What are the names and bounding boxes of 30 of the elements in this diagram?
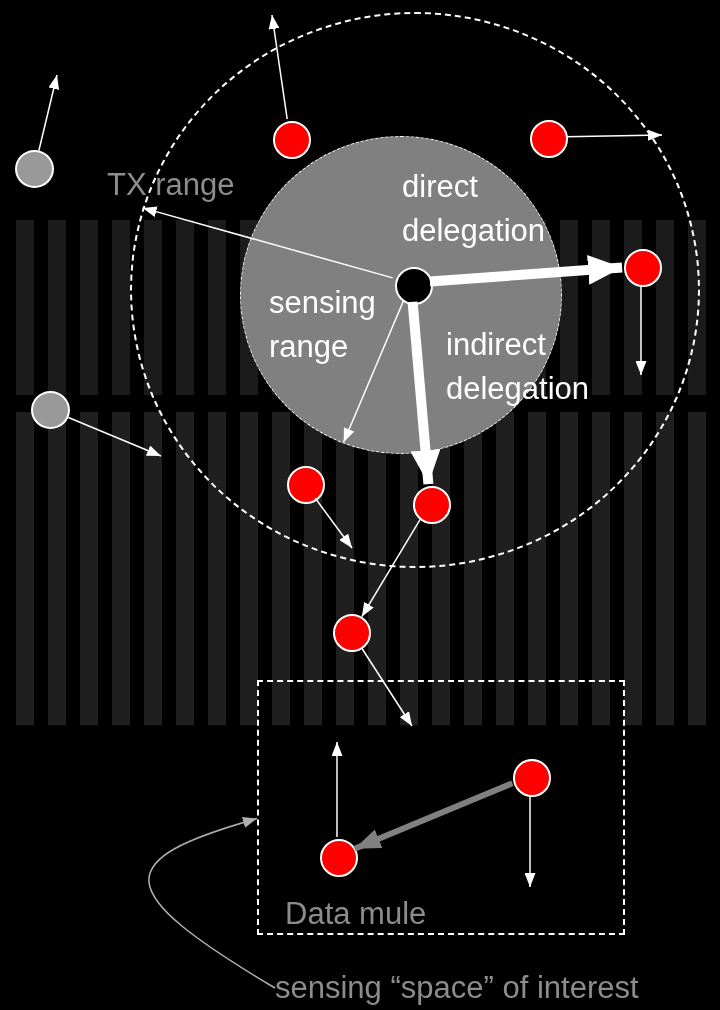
sensor-node bbox=[395, 267, 433, 305]
arrow bbox=[342, 299, 405, 444]
range-label: sensing range bbox=[269, 284, 377, 366]
arrow bbox=[353, 780, 514, 852]
arrow bbox=[407, 301, 441, 485]
annotation-text: sensing “space” of interest bbox=[275, 966, 720, 1010]
arrow bbox=[361, 518, 421, 618]
arrow bbox=[314, 497, 353, 549]
data-mule-area bbox=[257, 680, 625, 935]
arrow bbox=[331, 741, 343, 838]
data-mule-node bbox=[320, 839, 358, 877]
arrow bbox=[38, 74, 60, 152]
arrow bbox=[141, 205, 394, 279]
sensor-node bbox=[15, 150, 54, 188]
arrow bbox=[268, 14, 288, 120]
data-mule-node bbox=[513, 759, 551, 797]
arrow bbox=[361, 648, 413, 727]
curved-arrow bbox=[148, 816, 276, 989]
arrow bbox=[67, 416, 162, 457]
arrow bbox=[524, 794, 536, 888]
sensor-node bbox=[333, 614, 371, 652]
edge-label: direct delegation bbox=[402, 168, 547, 250]
sensor-node bbox=[273, 121, 311, 159]
sensor-node bbox=[530, 120, 568, 158]
arrow bbox=[565, 129, 663, 141]
arrow bbox=[635, 284, 647, 376]
range-label: TX range bbox=[107, 166, 236, 204]
area-label: Data mule bbox=[285, 895, 428, 933]
sensor-node bbox=[31, 391, 70, 429]
arrow bbox=[429, 254, 623, 287]
